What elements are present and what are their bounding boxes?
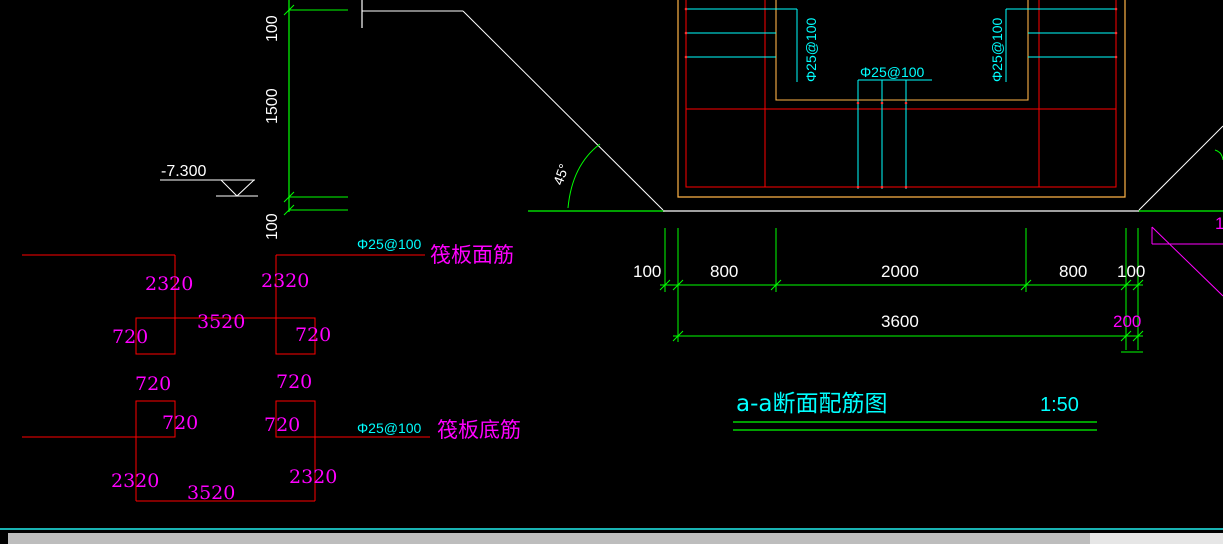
cad-drawing-canvas[interactable]: 100 1500 100 -7.300 45° xyxy=(0,0,1223,528)
edge-digit: 1 xyxy=(1215,214,1223,233)
level-mark: -7.300 xyxy=(160,163,258,197)
section-scale: 1:50 xyxy=(1040,394,1079,416)
rebar-label-left-wall: Φ25@100 xyxy=(803,17,819,82)
bottom-dim-right-hook-top: 720 xyxy=(276,371,312,393)
top-dim-middle: 3520 xyxy=(197,311,245,333)
slope-angle-label: 45° xyxy=(550,162,572,187)
vertical-dim-1500: 1500 xyxy=(264,88,281,124)
top-rebar-callout: Φ25@100 xyxy=(357,236,422,252)
bottom-rebar-callout: Φ25@100 xyxy=(357,420,422,436)
bottom-rebar-label: 筏板底筋 xyxy=(437,418,521,442)
dim-200-side: 200 xyxy=(1113,312,1141,331)
top-rebar-detail: 2320 2320 3520 720 720 Φ25@100 筏板面筋 xyxy=(22,236,514,355)
top-dim-right-hook: 720 xyxy=(295,324,331,346)
bottom-dim-left-inner: 720 xyxy=(162,412,198,434)
top-dim-left-hook: 720 xyxy=(112,326,148,348)
dim-100-right: 100 xyxy=(1117,262,1145,281)
top-dim-right-leg: 2320 xyxy=(261,270,309,292)
rebar-label-center: Φ25@100 xyxy=(860,64,925,80)
section-title: a-a断面配筋图 xyxy=(736,391,888,417)
bottom-rebar-detail: 720 720 720 720 2320 2320 3520 Φ25@100 筏… xyxy=(22,371,521,504)
excavation-slope-lines: 45° xyxy=(361,0,1223,212)
bottom-dim-middle: 3520 xyxy=(187,482,235,504)
horizontal-scrollbar[interactable] xyxy=(8,533,1090,544)
vertical-dimension-chain: 100 1500 100 xyxy=(264,0,348,240)
dim-3600-total: 3600 xyxy=(881,312,919,331)
dim-800-left: 800 xyxy=(710,262,738,281)
horizontal-dimension-chain: 100 800 2000 800 100 3600 200 1 xyxy=(633,214,1223,353)
rebar-label-right-wall: Φ25@100 xyxy=(989,17,1005,82)
section-title-block: a-a断面配筋图 1:50 xyxy=(733,391,1097,431)
dim-800-right: 800 xyxy=(1059,262,1087,281)
dim-2000: 2000 xyxy=(881,262,919,281)
foundation-section: Φ25@100 Φ25@100 Φ25@100 xyxy=(677,0,1126,198)
vertical-dim-100-bottom: 100 xyxy=(264,213,281,240)
scrollbar-track[interactable] xyxy=(1090,533,1223,544)
top-dim-left-leg: 2320 xyxy=(145,273,193,295)
bottom-dim-right-inner: 720 xyxy=(264,414,300,436)
dim-100-left: 100 xyxy=(633,262,661,281)
bottom-dim-left-leg: 2320 xyxy=(111,470,159,492)
bottom-dim-right-leg: 2320 xyxy=(289,466,337,488)
vertical-dim-100-top: 100 xyxy=(264,15,281,42)
top-rebar-label: 筏板面筋 xyxy=(430,243,514,267)
level-value: -7.300 xyxy=(161,163,206,180)
bottom-dim-left-hook-top: 720 xyxy=(135,373,171,395)
status-bar xyxy=(0,528,1223,544)
